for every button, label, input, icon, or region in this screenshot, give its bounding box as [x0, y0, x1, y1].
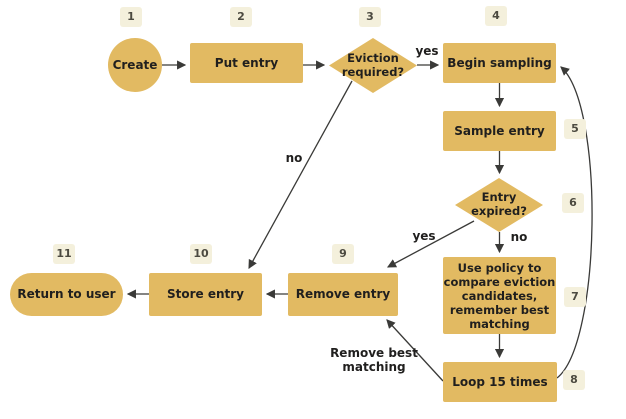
node-loop-15-times: Loop 15 times [443, 362, 557, 402]
edge-loop-back-to-begin-sampling [556, 66, 593, 379]
node-eviction-required: Eviction required? [329, 38, 417, 93]
step-badge-7: 7 [564, 287, 586, 307]
node-create: Create [108, 38, 162, 92]
step-badge-6: 6 [562, 193, 584, 213]
edge-label-eviction-no: no [285, 151, 303, 165]
edge-label-eviction-yes: yes [415, 44, 439, 58]
node-label: Remove entry [295, 287, 391, 302]
node-label: Eviction required? [341, 50, 405, 79]
node-sample-entry: Sample entry [443, 111, 556, 151]
node-put-entry: Put entry [190, 43, 303, 83]
edge-eviction-no-to-store-entry [248, 80, 353, 269]
node-use-policy: Use policy to compare eviction candidate… [443, 257, 556, 334]
step-badge-10: 10 [190, 244, 212, 264]
node-label: Put entry [214, 55, 279, 70]
node-remove-entry: Remove entry [288, 273, 398, 316]
node-label: Use policy to compare eviction candidate… [443, 260, 556, 331]
node-label: Begin sampling [447, 55, 552, 70]
node-label: Entry expired? [471, 190, 527, 218]
step-badge-8: 8 [563, 370, 585, 390]
edge-label-remove-best-matching: Remove best matching [330, 346, 418, 374]
step-badge-11: 11 [53, 244, 75, 264]
step-badge-3: 3 [359, 7, 381, 27]
node-label: Sample entry [454, 123, 545, 138]
node-label: Store entry [166, 287, 244, 302]
node-label: Return to user [17, 287, 116, 302]
node-store-entry: Store entry [149, 273, 262, 316]
node-begin-sampling: Begin sampling [443, 43, 556, 83]
step-badge-4: 4 [485, 6, 507, 26]
edge-label-expired-yes: yes [412, 229, 436, 243]
step-badge-5: 5 [564, 119, 586, 139]
step-badge-9: 9 [332, 244, 354, 264]
edge-label-expired-no: no [510, 230, 528, 244]
step-badge-1: 1 [120, 7, 142, 27]
node-label: Create [112, 57, 158, 72]
node-label: Loop 15 times [452, 374, 548, 389]
node-entry-expired: Entry expired? [455, 178, 543, 232]
node-return-to-user: Return to user [10, 273, 123, 316]
step-badge-2: 2 [230, 7, 252, 27]
